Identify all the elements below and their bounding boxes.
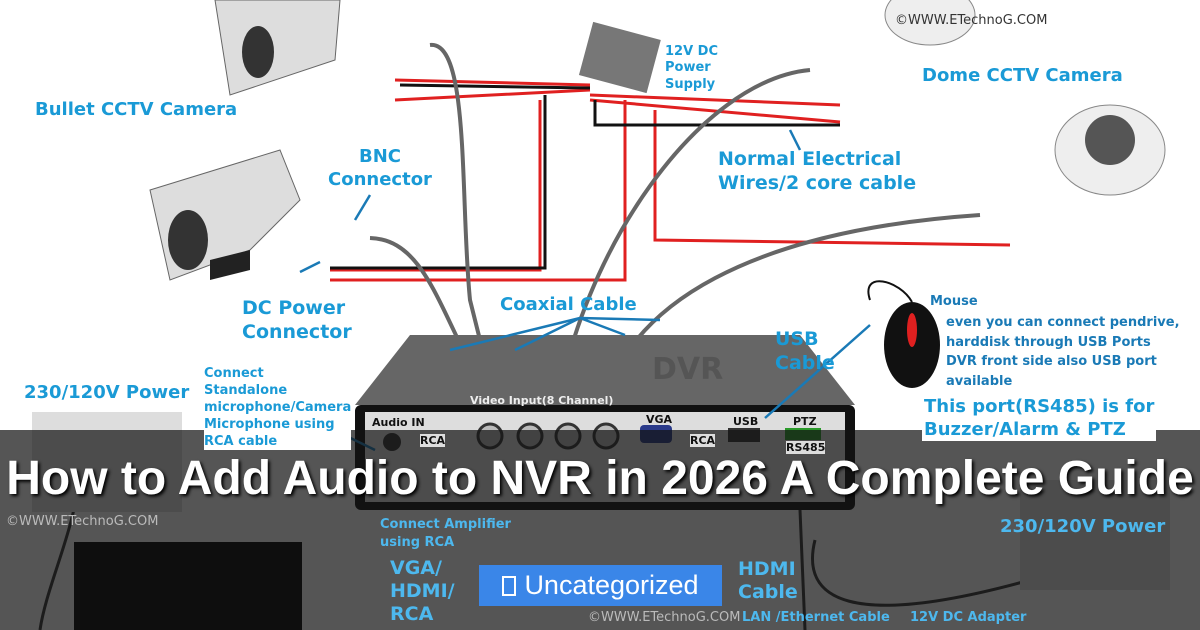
display-cable-label: VGA/ HDMI/ RCA: [390, 557, 455, 625]
bnc-connector-label: BNC Connector: [328, 146, 432, 190]
mouse-label: Mouse: [930, 294, 978, 309]
usb-label: USB: [733, 415, 759, 428]
right-power-label: 230/120V Power: [1000, 516, 1166, 537]
usb-cable-label: USB Cable: [775, 328, 835, 374]
dome-camera-label: Dome CCTV Camera: [922, 65, 1123, 86]
hdmi-cable-label: HDMI Cable: [738, 558, 798, 603]
bullet-camera-label: Bullet CCTV Camera: [35, 99, 238, 120]
watermark-left: ©WWW.ETechnoG.COM: [6, 514, 159, 529]
mains-power-label: 230/120V Power: [24, 382, 190, 403]
rca-left-label: RCA: [420, 434, 446, 447]
category-badge[interactable]: Uncategorized: [479, 565, 722, 606]
ptz-label: PTZ: [793, 415, 817, 428]
rca-right-label: RCA: [690, 434, 716, 447]
rs485-note: This port(RS485) is for Buzzer/Alarm & P…: [922, 396, 1157, 441]
amplifier-note: Connect Amplifier using RCA: [380, 517, 511, 551]
power-supply-box: [578, 21, 661, 94]
dvr-label: DVR: [652, 352, 724, 387]
lan-cable-label: LAN /Ethernet Cable: [742, 610, 890, 625]
mic-note: Connect Standalone microphone/Camera Mic…: [204, 366, 352, 451]
dome-camera-bottom: [1054, 104, 1166, 196]
power-supply-label: 12V DC Power Supply: [665, 44, 719, 92]
vga-label: VGA: [646, 413, 673, 426]
coaxial-cable-label: Coaxial Cable: [500, 294, 637, 315]
dc-adapter-label: 12V DC Adapter: [910, 610, 1027, 625]
dc-power-connector-label: DC Power Connector: [242, 297, 352, 343]
watermark-dvr: ©WWW.ETechnoG.COM: [588, 610, 741, 625]
mouse-note: even you can connect pendrive, harddisk …: [946, 315, 1180, 389]
dome-camera-top: [884, 0, 976, 46]
dvr-top: [355, 335, 855, 405]
audio-in-label: Audio IN: [372, 416, 425, 429]
bullet-camera-top: [214, 0, 341, 96]
category-label: Uncategorized: [524, 570, 699, 600]
post-title: How to Add Audio to NVR in 2026 A Comple…: [6, 452, 1194, 505]
electrical-wires-label: Normal Electrical Wires/2 core cable: [718, 148, 917, 194]
rs485-label: RS485: [786, 441, 826, 454]
folder-icon: [502, 575, 517, 596]
watermark-top: ©WWW.ETechnoG.COM: [895, 13, 1048, 28]
bullet-camera-bottom: [149, 149, 301, 281]
video-input-label: Video Input(8 Channel): [470, 394, 614, 407]
